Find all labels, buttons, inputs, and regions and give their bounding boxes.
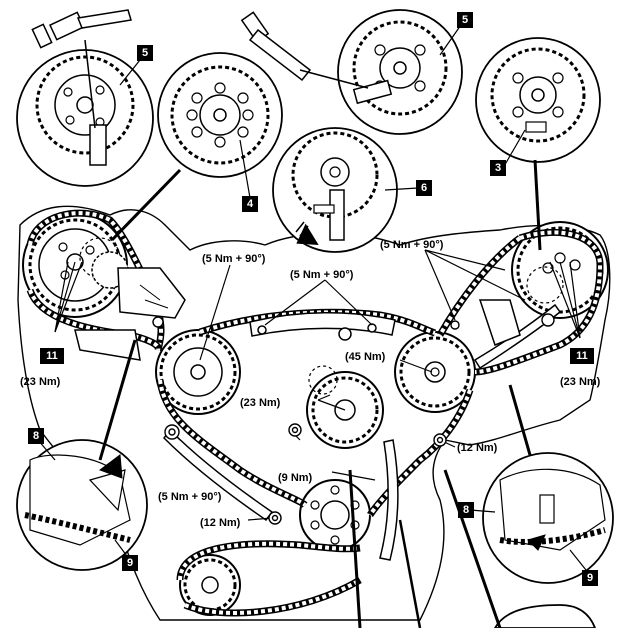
torque-label-upper-guide: (5 Nm + 90°) <box>290 269 354 281</box>
svg-text:8: 8 <box>33 430 39 442</box>
torque-label-12nm-right: (12 Nm) <box>457 442 498 454</box>
torque-label-23nm-center: (23 Nm) <box>240 397 281 409</box>
callout-11-left: 11 <box>40 348 64 364</box>
crankshaft-sprocket <box>299 479 371 551</box>
torque-label-lower-left-bolt: (5 Nm + 90°) <box>158 491 222 503</box>
bolts <box>152 313 555 525</box>
detail-circle-bottom-left <box>16 439 148 571</box>
left-intake-cam-sprocket <box>22 212 128 318</box>
svg-text:5: 5 <box>462 14 468 26</box>
locking-pin-tool-left <box>31 9 132 49</box>
svg-text:8: 8 <box>463 504 469 516</box>
svg-text:6: 6 <box>421 182 427 194</box>
torque-label-left-intermediate: (5 Nm + 90°) <box>202 253 266 265</box>
leader-lines <box>37 21 591 629</box>
torque-label-12nm-left: (12 Nm) <box>200 517 241 529</box>
torque-label-45nm: (45 Nm) <box>345 351 386 363</box>
torque-label-23nm-left: (23 Nm) <box>20 376 61 388</box>
left-intermediate-sprocket <box>155 329 241 415</box>
svg-text:9: 9 <box>127 557 133 569</box>
detail-circle-top-right <box>475 37 601 163</box>
detail-circle-center <box>272 127 398 253</box>
detail-circle-bottom-right <box>482 452 614 584</box>
callout-3: 3 <box>490 160 506 176</box>
callout-9-left: 9 <box>122 555 138 571</box>
callout-4: 4 <box>242 196 258 212</box>
torque-label-right-guide: (5 Nm + 90°) <box>380 239 444 251</box>
svg-text:11: 11 <box>576 350 588 362</box>
callout-8-right: 8 <box>458 502 474 518</box>
detail-circle-top-right-center <box>337 9 463 135</box>
svg-text:4: 4 <box>247 198 254 210</box>
callout-8-left: 8 <box>28 428 44 444</box>
svg-text:3: 3 <box>495 162 501 174</box>
left-tensioner <box>74 267 186 361</box>
detail-circle-bottom-corner <box>493 604 597 629</box>
detail-circle-top-center <box>157 52 283 178</box>
chain-guides <box>163 299 562 561</box>
center-idler-sprocket <box>306 365 384 449</box>
callout-6: 6 <box>416 180 432 196</box>
detail-circle-top-left <box>16 39 154 187</box>
svg-text:11: 11 <box>46 350 58 362</box>
torque-label-23nm-right: (23 Nm) <box>560 376 601 388</box>
rotation-arrow-center <box>295 221 319 245</box>
callout-11-right: 11 <box>570 348 594 364</box>
svg-text:5: 5 <box>142 47 148 59</box>
locking-pin-tool-right <box>240 11 369 89</box>
oil-pump-sprocket <box>179 554 241 616</box>
torque-label-9nm: (9 Nm) <box>278 472 313 484</box>
timing-chains <box>26 209 604 617</box>
callout-5-left: 5 <box>137 45 153 61</box>
svg-text:9: 9 <box>587 572 593 584</box>
callout-5-right: 5 <box>457 12 473 28</box>
callout-9-right: 9 <box>582 570 598 586</box>
